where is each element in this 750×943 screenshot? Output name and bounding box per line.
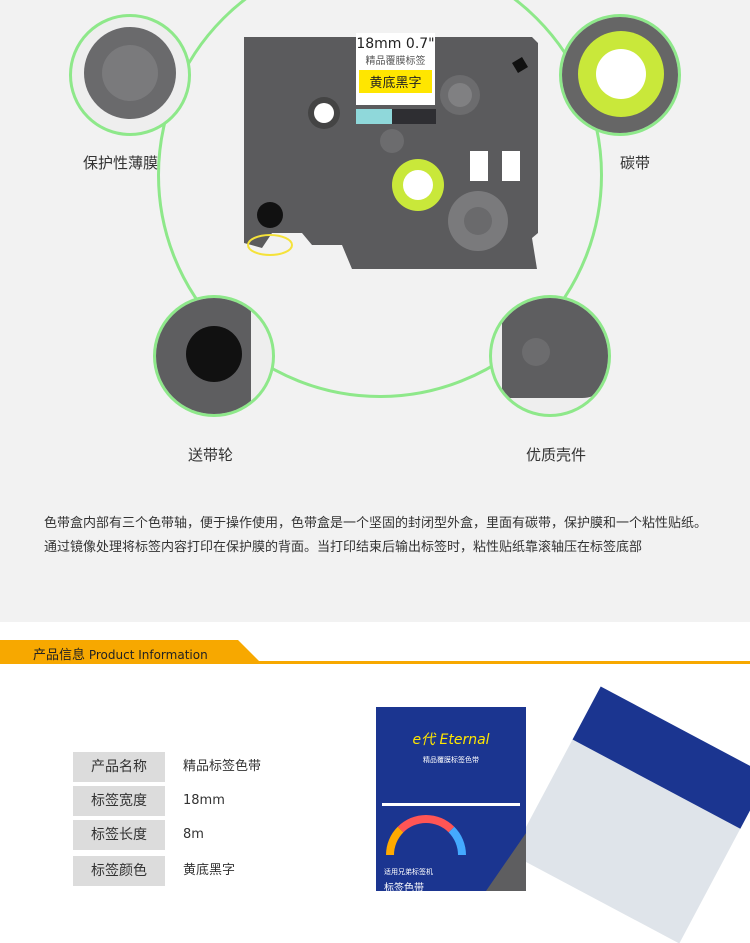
package-back-image <box>511 686 750 943</box>
feed-wheel-circle <box>153 295 275 417</box>
protective-film-circle <box>69 14 191 136</box>
description-text: 色带盒内部有三个色带轴，便于操作使用，色带盒是一个坚固的封闭型外盒，里面有碳带，… <box>44 516 708 555</box>
cassette-label: 18mm 0.7" 精品覆膜标签 黄底黑字 <box>356 33 435 105</box>
tape-cassette-image <box>244 37 538 269</box>
section-title-cn: 产品信息 <box>33 648 86 663</box>
feature-section: 18mm 0.7" 精品覆膜标签 黄底黑字 保护性薄膜 碳带 送带轮 优质壳件 … <box>0 0 750 622</box>
feature-label: 送带轮 <box>188 446 234 464</box>
ribbon-circle <box>559 14 681 136</box>
shell-circle <box>489 295 611 417</box>
feature-label: 优质壳件 <box>526 446 587 464</box>
feature-label: 保护性薄膜 <box>83 154 159 172</box>
section-title-en: Product Information <box>88 648 208 662</box>
main-circle <box>157 0 603 398</box>
package-front-image: e代 Eternal 精品覆膜标签色带 适用兄弟标签机 标签色带 <box>376 707 526 894</box>
feature-label: 碳带 <box>620 154 651 172</box>
section-header: 产品信息 Product Information <box>0 640 750 666</box>
